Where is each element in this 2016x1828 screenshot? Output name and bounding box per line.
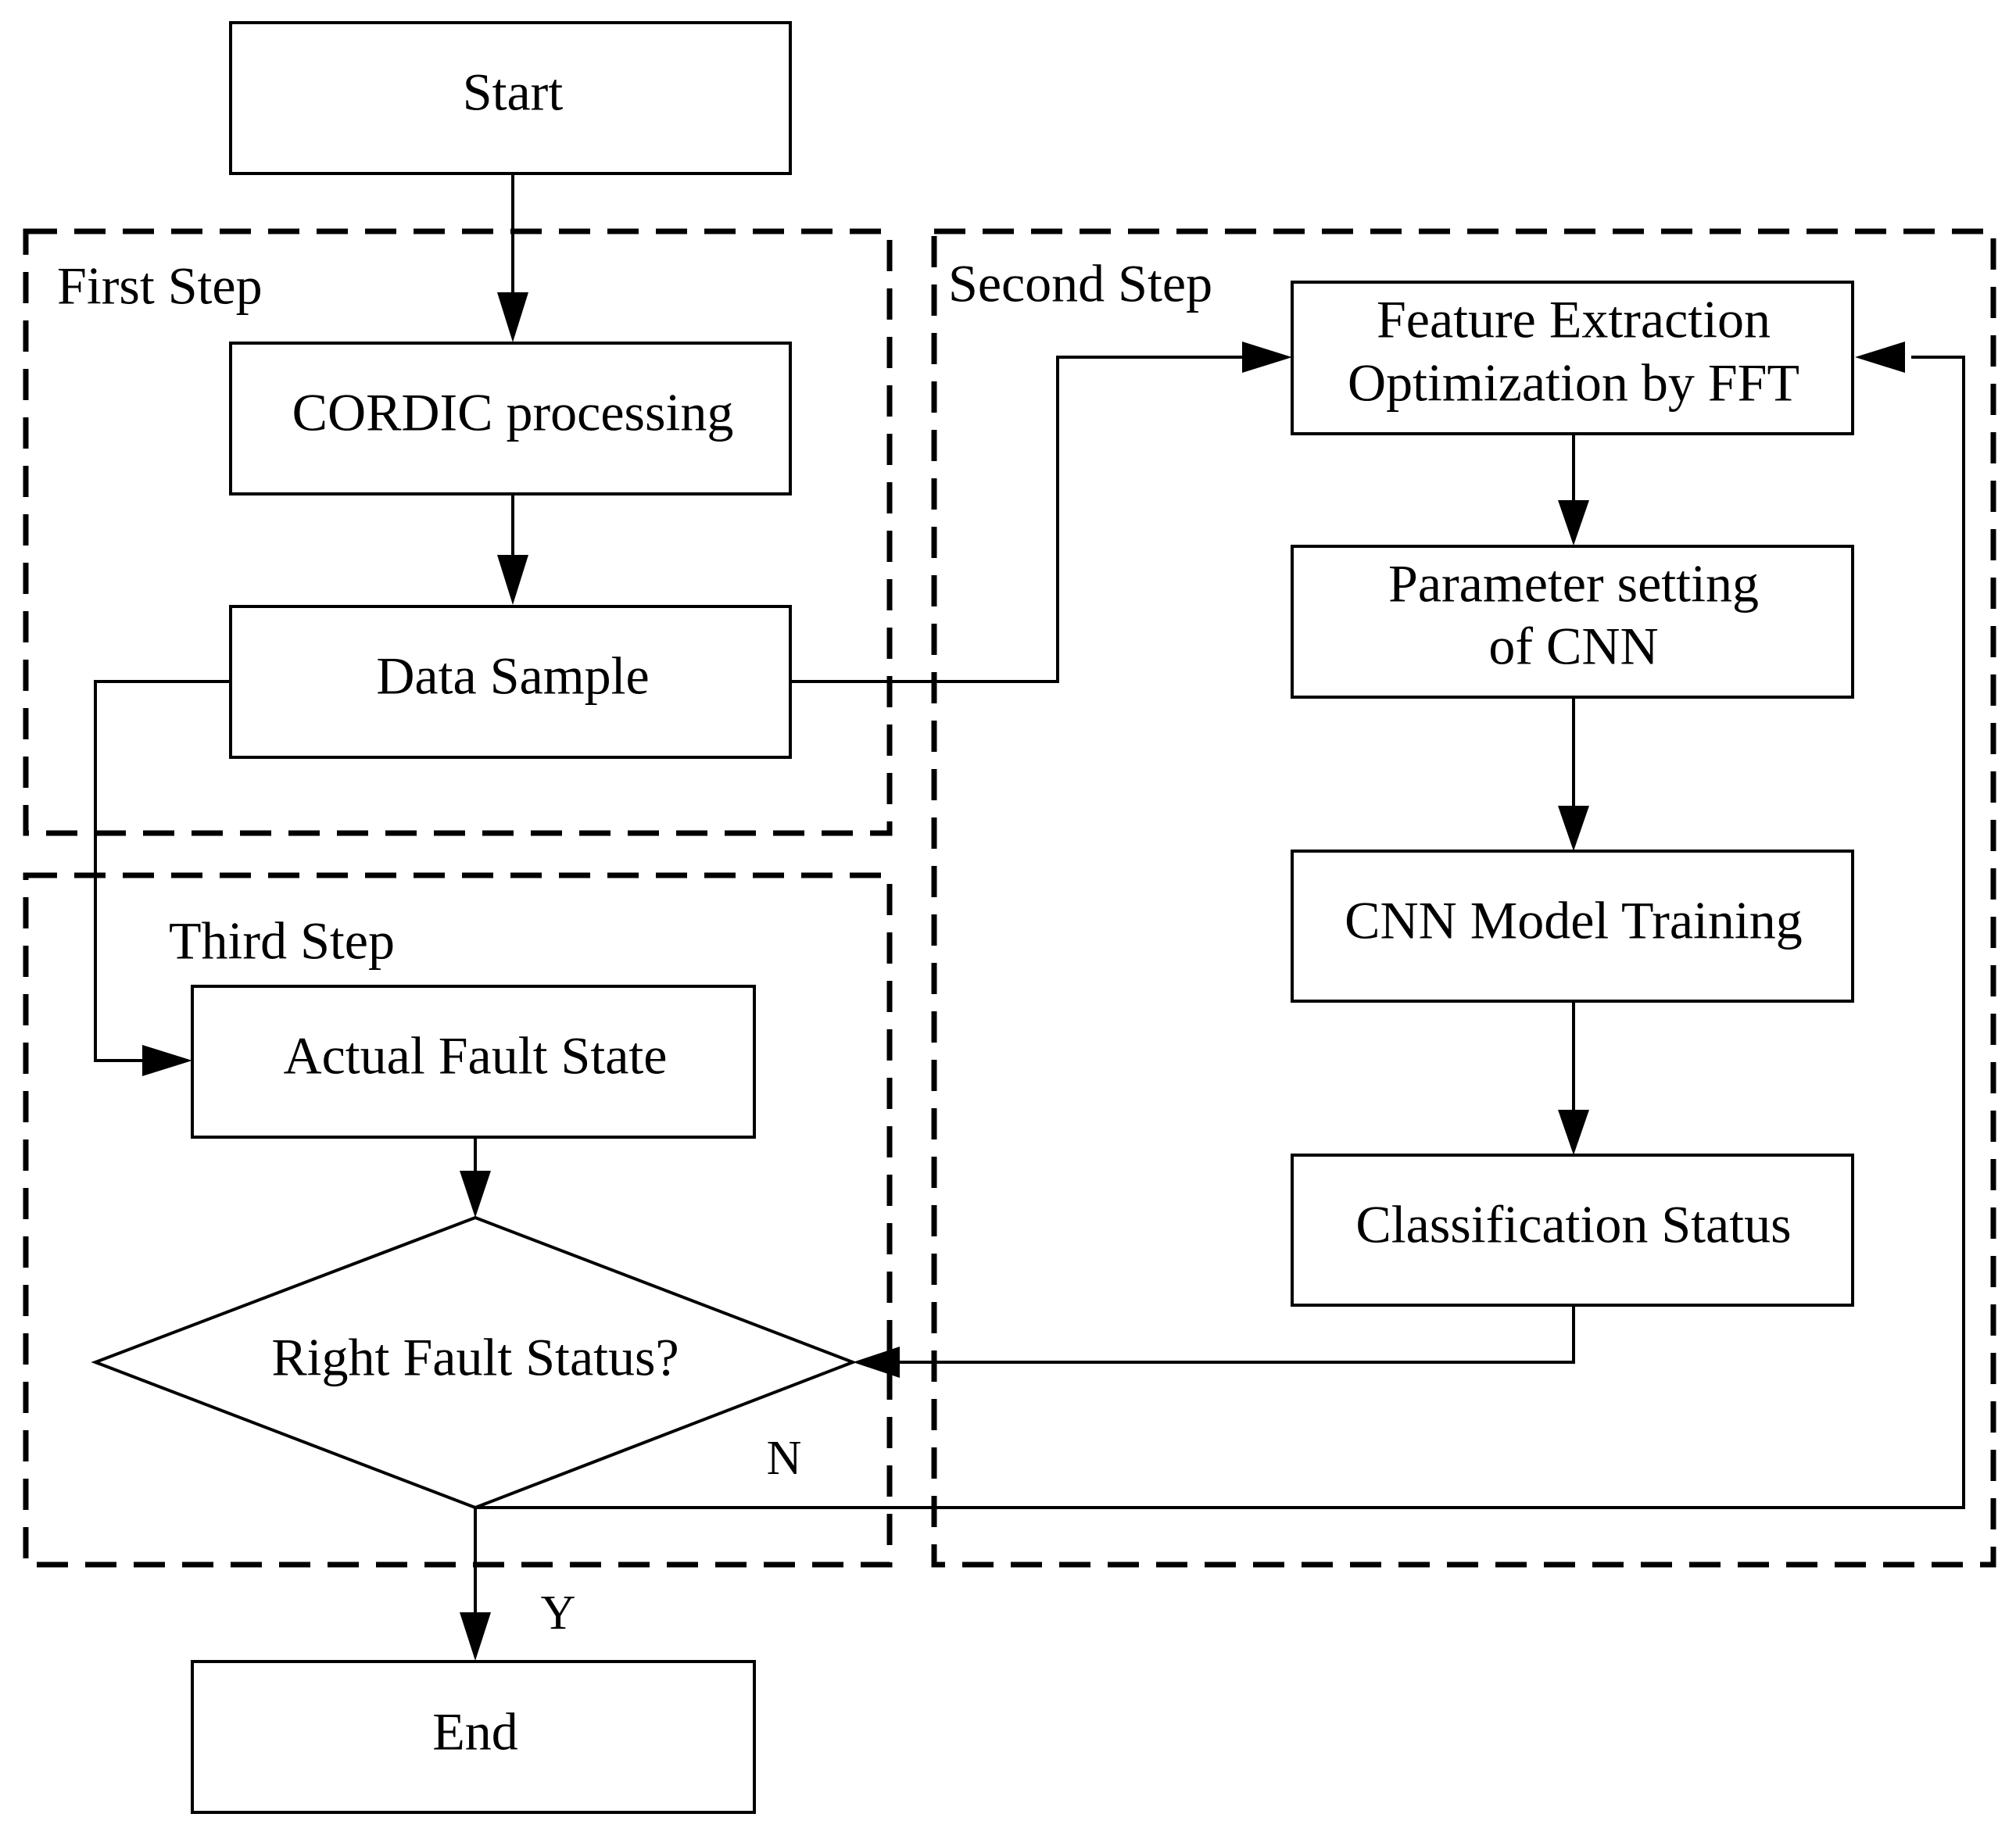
actual-fault-state-node xyxy=(191,985,756,1139)
third-step-label: Third Step xyxy=(169,911,395,971)
arrowhead-into-feature-extraction xyxy=(1242,342,1292,373)
actual-fault-state-label: Actual Fault State xyxy=(283,1026,667,1086)
classification-status-node xyxy=(1291,1154,1854,1307)
arrowhead-into-cnn-training xyxy=(1558,806,1589,851)
data-sample-label: Data Sample xyxy=(376,646,649,706)
classification-status-label: Classification Status xyxy=(1355,1195,1791,1254)
second-step-label: Second Step xyxy=(948,254,1212,313)
arrowhead-into-actual-fault-state xyxy=(142,1045,192,1076)
edge-classification-status-to-decision xyxy=(897,1305,1575,1364)
parameter-setting-node xyxy=(1291,545,1854,699)
arrowhead-feedback-into-feature-extraction xyxy=(1855,342,1905,373)
cnn-model-training-label: CNN Model Training xyxy=(1345,891,1803,950)
no-branch-label: N xyxy=(767,1432,802,1485)
second-step-group xyxy=(931,228,1996,1568)
parameter-setting-label-line1: Parameter setting xyxy=(1388,554,1759,614)
feature-extraction-label-line1: Feature Extraction xyxy=(1377,290,1771,349)
data-sample-node xyxy=(229,605,792,759)
cordic-processing-label: CORDIC processing xyxy=(292,383,734,442)
end-node xyxy=(191,1660,756,1814)
arrowhead-into-cordic xyxy=(497,292,528,342)
yes-branch-label: Y xyxy=(541,1587,576,1640)
decision-diamond xyxy=(91,1215,858,1510)
arrowhead-into-decision-from-classification xyxy=(853,1347,900,1378)
first-step-group xyxy=(23,228,893,836)
arrowhead-into-classification-status xyxy=(1558,1110,1589,1155)
edge-data-sample-to-feature-extraction xyxy=(790,356,1252,683)
first-step-label: First Step xyxy=(57,256,263,316)
feature-extraction-label-line2: Optimization by FFT xyxy=(1348,353,1799,413)
decision-label: Right Fault Status? xyxy=(271,1328,679,1387)
feature-extraction-node xyxy=(1291,281,1854,435)
edge-data-sample-to-actual-fault-state xyxy=(94,680,231,1062)
arrowhead-into-parameter-setting xyxy=(1558,500,1589,546)
edge-decision-no-loop xyxy=(475,356,1965,1509)
start-node xyxy=(229,21,792,175)
cordic-processing-node xyxy=(229,342,792,495)
arrowhead-into-data-sample xyxy=(497,555,528,605)
start-label: Start xyxy=(463,63,564,122)
parameter-setting-label-line2: of CNN xyxy=(1488,617,1658,676)
arrowhead-into-decision-from-actual-state xyxy=(460,1171,491,1218)
arrowhead-into-end xyxy=(460,1612,491,1661)
cnn-model-training-node xyxy=(1291,850,1854,1003)
end-label: End xyxy=(432,1702,518,1762)
